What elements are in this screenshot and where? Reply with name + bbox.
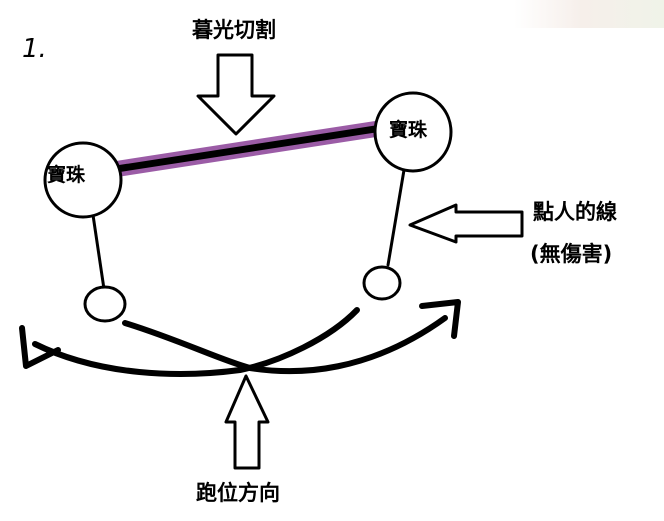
tether-right [386,168,406,267]
arrowhead-right [419,299,461,339]
player-left [83,285,127,323]
step-number: 1. [22,34,47,64]
orb-right [373,91,453,173]
beam-core [106,124,386,174]
up-arrow [224,374,270,470]
tether-left [91,213,106,291]
corner-decoration [514,0,664,28]
movement-label: 跑位方向 [196,481,280,505]
down-arrow [196,53,276,136]
left-arrow [408,203,524,244]
path-left-to-right [122,315,448,375]
orb-left-label: 寶珠 [47,164,86,186]
tether-label: 點人的線 [533,200,617,224]
mechanic-label: 暮光切割 [192,18,276,42]
orb-right-label: 寶珠 [389,119,428,141]
tether-note-label: (無傷害) [530,242,613,266]
arrowhead-left [19,325,61,369]
orb-left [43,141,123,219]
player-right [362,265,402,301]
path-right-to-left [32,307,360,377]
